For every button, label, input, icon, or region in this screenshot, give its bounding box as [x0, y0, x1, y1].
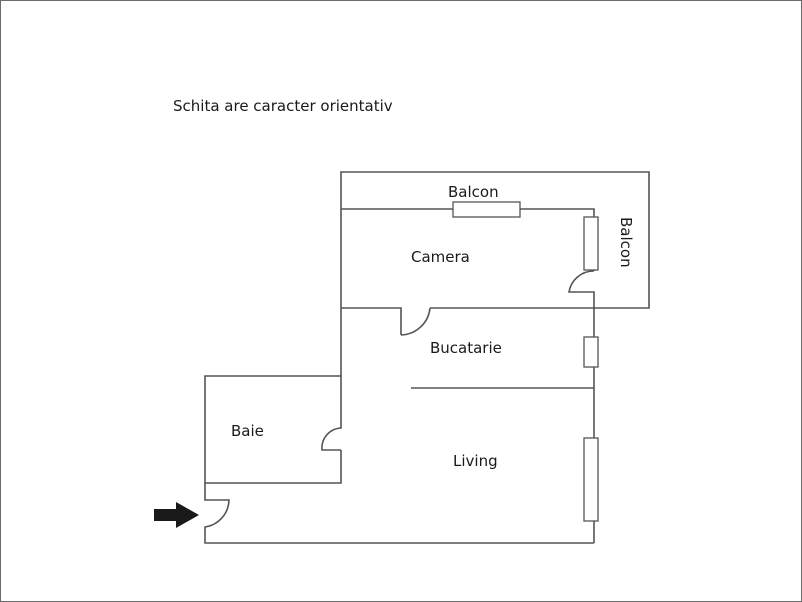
entrance-arrow-icon: [154, 502, 199, 528]
label-balcon-side: Balcon: [617, 217, 635, 268]
bathroom-door-arc: [321, 376, 342, 451]
label-baie: Baie: [231, 422, 264, 440]
camera-bottom-wall-left: [341, 307, 402, 335]
bathroom-walls: [204, 375, 342, 484]
window-kitchen: [583, 336, 599, 368]
label-camera: Camera: [411, 248, 470, 266]
balcony-outline: [340, 171, 650, 309]
window-camera-top: [452, 201, 521, 218]
window-living: [583, 437, 599, 522]
kitchen-door-arc: [400, 307, 431, 336]
balcony-door-arc: [568, 270, 595, 308]
label-living: Living: [453, 452, 498, 470]
label-balcon-top: Balcon: [448, 183, 499, 201]
window-camera-right: [583, 216, 599, 271]
entrance-door-arc: [204, 483, 594, 544]
disclaimer-note: Schita are caracter orientativ: [173, 97, 393, 115]
label-bucatarie: Bucatarie: [430, 339, 502, 357]
